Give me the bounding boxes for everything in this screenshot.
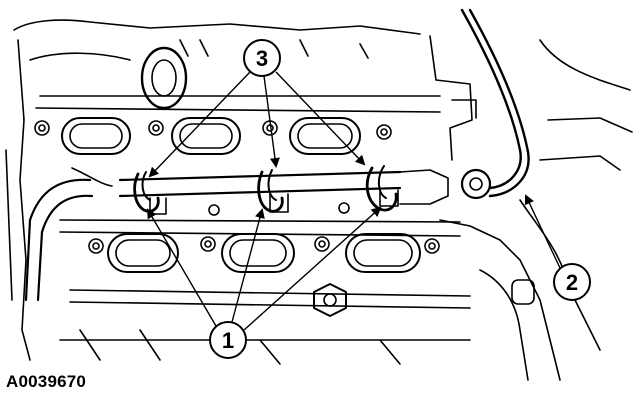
callout-1: 1 bbox=[146, 206, 382, 359]
callout-1-leader-center bbox=[231, 208, 265, 323]
callout-2: 2 bbox=[524, 194, 591, 301]
callout-1-number: 1 bbox=[222, 328, 234, 353]
callout-3: 3 bbox=[148, 39, 366, 178]
engine-block-artwork bbox=[5, 8, 633, 381]
callout-3-leader-right bbox=[275, 71, 366, 166]
callout-3-number: 3 bbox=[256, 46, 268, 71]
callout-2-number: 2 bbox=[566, 270, 578, 295]
callout-3-leader-center bbox=[263, 75, 280, 168]
callout-1-leader-right bbox=[243, 206, 382, 331]
callout-2-leader bbox=[524, 194, 561, 269]
callout-3-leader-left bbox=[148, 71, 251, 178]
callout-1-leader-left bbox=[146, 208, 217, 327]
figure-id-label: A0039670 bbox=[6, 372, 87, 391]
